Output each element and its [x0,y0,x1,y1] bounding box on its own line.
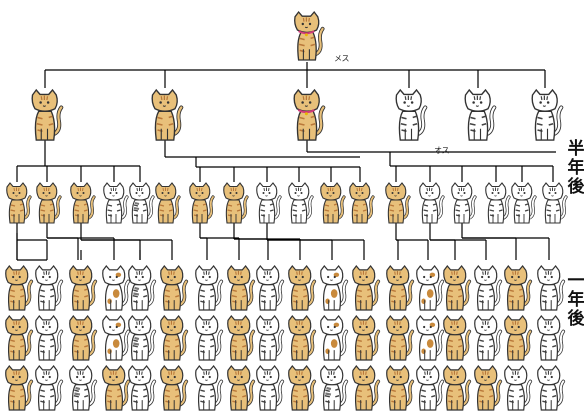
brown-tabby-cat-icon [5,265,34,311]
brown-tabby-cat-icon [288,365,317,411]
white-black-tabby-cat-icon [195,365,224,411]
white-black-tabby-cat-icon [128,365,157,411]
male-label: オス [434,146,450,155]
brown-tabby-cat-icon [352,365,381,411]
white-black-tabby-cat-icon [451,182,477,224]
brown-tabby-cat-icon [160,265,189,311]
one-year-later-label: 一 年 後 [567,271,584,329]
white-black-tabby-cat-icon [256,365,285,411]
white-black-tabby-cat-icon [474,265,503,311]
brown-tabby-cat-icon [227,365,256,411]
brown-tabby-cat-icon [443,265,472,311]
brown-tabby-cat-icon [294,10,325,61]
white-gray-tabby-cat-icon [128,315,157,361]
calico-spotted-cat-icon [102,265,131,311]
brown-tabby-cat-icon [223,182,249,224]
brown-tabby-cat-icon [160,315,189,361]
white-black-tabby-cat-icon [537,315,566,361]
brown-tabby-cat-icon [36,182,62,224]
white-black-tabby-cat-icon [288,182,314,224]
brown-tabby-cat-icon [70,182,96,224]
white-gray-tabby-cat-icon [129,182,155,224]
brown-tabby-cat-icon [504,315,533,361]
white-black-tabby-cat-icon [419,182,445,224]
white-gray-tabby-cat-icon [128,265,157,311]
brown-tabby-cat-icon [352,265,381,311]
brown-tabby-cat-icon [386,365,415,411]
brown-tabby-cat-icon [5,365,34,411]
brown-tabby-cat-icon [443,365,472,411]
white-black-tabby-cat-icon [464,88,497,141]
white-black-tabby-cat-icon [256,182,282,224]
white-black-tabby-cat-icon [504,365,533,411]
brown-tabby-cat-icon [160,365,189,411]
brown-tabby-cat-icon [189,182,215,224]
white-black-tabby-cat-icon [35,365,64,411]
brown-tabby-cat-icon [288,315,317,361]
tree-connector-lines [16,62,556,261]
calico-spotted-cat-icon [320,315,349,361]
white-black-tabby-cat-icon [416,365,445,411]
brown-tabby-cat-icon [227,265,256,311]
brown-tabby-cat-icon [5,315,34,361]
white-black-tabby-cat-icon [485,182,511,224]
brown-tabby-cat-icon [288,265,317,311]
brown-tabby-cat-icon [504,265,533,311]
brown-tabby-cat-icon [474,365,503,411]
white-black-tabby-cat-icon [195,265,224,311]
white-black-tabby-cat-icon [474,315,503,361]
brown-tabby-cat-icon [227,315,256,361]
calico-spotted-cat-icon [320,265,349,311]
brown-tabby-cat-icon [155,182,181,224]
brown-tabby-cat-icon [352,315,381,361]
white-gray-tabby-cat-icon [320,365,349,411]
white-black-tabby-cat-icon [256,265,285,311]
calico-spotted-cat-icon [416,315,445,361]
white-black-tabby-cat-icon [511,182,537,224]
brown-tabby-cat-icon [443,315,472,361]
brown-tabby-cat-icon [69,315,98,361]
half-year-later-label: 半 年 後 [567,139,584,197]
brown-tabby-cat-icon [385,182,411,224]
white-black-tabby-cat-icon [537,365,566,411]
brown-tabby-cat-icon [386,265,415,311]
white-black-tabby-cat-icon [537,265,566,311]
white-black-tabby-cat-icon [542,182,568,224]
brown-tabby-cat-icon [293,88,326,141]
brown-tabby-cat-icon [69,265,98,311]
white-black-tabby-cat-icon [103,182,129,224]
brown-tabby-cat-icon [102,365,131,411]
white-black-tabby-cat-icon [195,315,224,361]
white-black-tabby-cat-icon [256,315,285,361]
female-label: メス [334,54,350,63]
white-black-tabby-cat-icon [531,88,564,141]
brown-tabby-cat-icon [6,182,32,224]
cat-icons [5,10,568,411]
brown-tabby-cat-icon [151,88,184,141]
white-black-tabby-cat-icon [35,315,64,361]
brown-tabby-cat-icon [31,88,64,141]
white-gray-tabby-cat-icon [69,365,98,411]
brown-tabby-cat-icon [349,182,375,224]
calico-spotted-cat-icon [102,315,131,361]
white-black-tabby-cat-icon [35,265,64,311]
white-black-tabby-cat-icon [395,88,428,141]
brown-tabby-cat-icon [320,182,346,224]
brown-tabby-cat-icon [386,315,415,361]
calico-spotted-cat-icon [416,265,445,311]
